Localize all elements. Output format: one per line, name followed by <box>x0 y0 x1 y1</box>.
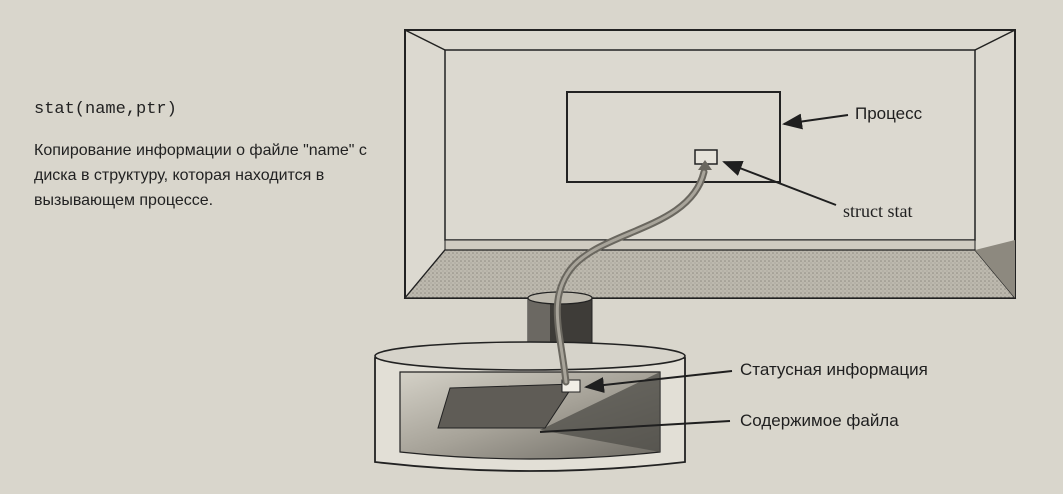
file-contents-plate <box>437 383 575 429</box>
status-info-pointer <box>584 370 733 393</box>
process-pointer <box>782 113 849 130</box>
file-contents-label: Содержимое файла <box>740 411 899 430</box>
status-info-label: Статусная информация <box>740 360 928 379</box>
stat-description: Копирование информации о файле "name" с … <box>34 142 367 209</box>
memory-frame <box>403 29 1017 299</box>
disk <box>374 341 686 472</box>
file-contents-pointer <box>539 420 731 433</box>
process-label: Процесс <box>855 104 923 123</box>
struct-stat-pointer <box>722 160 837 206</box>
struct-stat-label: struct stat <box>843 201 913 221</box>
stat-call: stat(name,ptr) <box>34 100 177 119</box>
process-box <box>566 91 781 183</box>
